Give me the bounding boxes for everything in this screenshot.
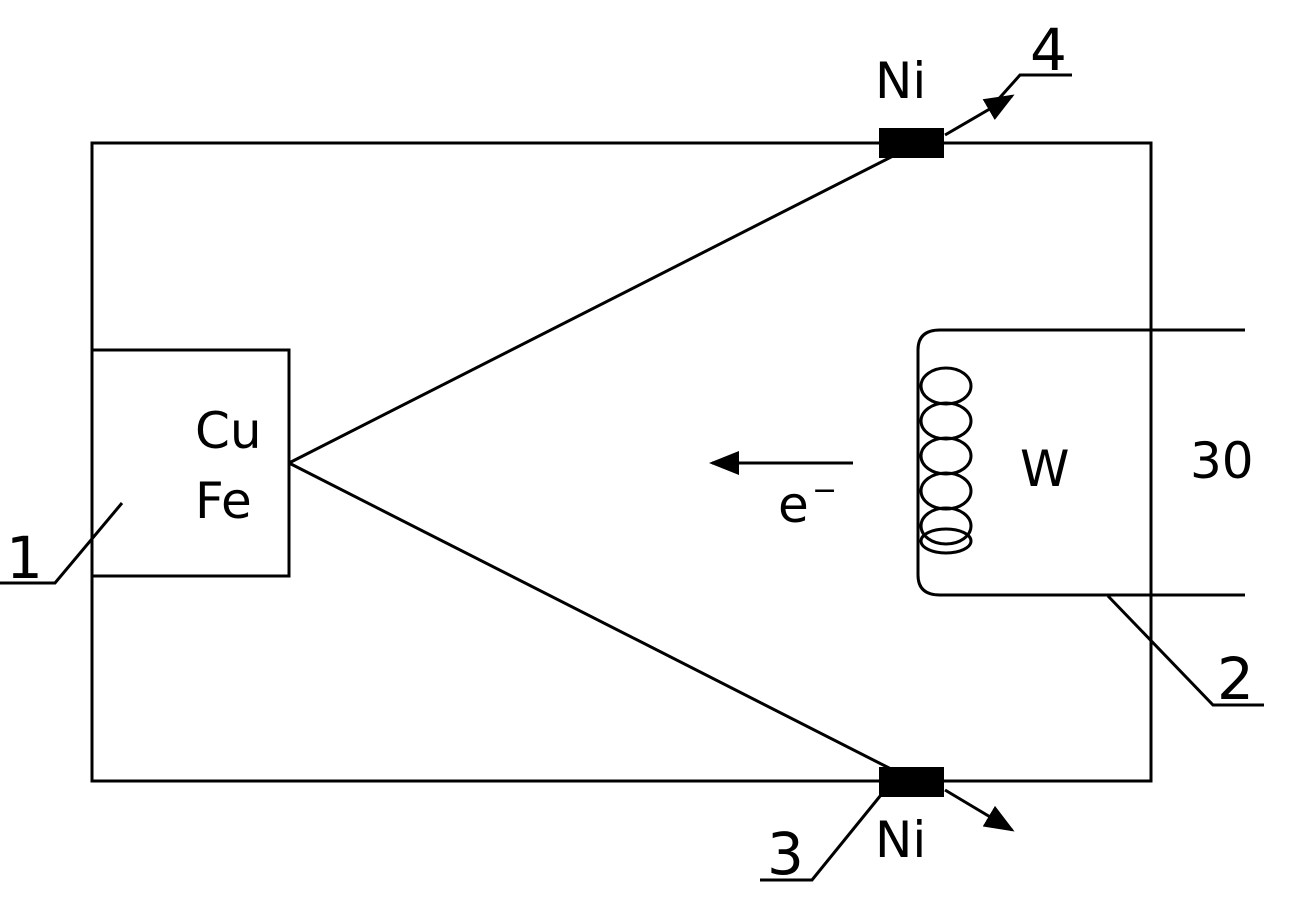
filament-label-w: W xyxy=(1020,440,1069,498)
cathode-lead-top xyxy=(916,328,1245,597)
electron-label: e xyxy=(778,476,809,534)
ni-window-top xyxy=(879,128,944,158)
callout-number-2: 2 xyxy=(1217,645,1254,713)
filament-coil xyxy=(919,366,973,555)
callout-number-3: 3 xyxy=(767,820,804,888)
ni-label-top: Ni xyxy=(875,52,926,110)
output-arrow-bottom xyxy=(944,788,1015,832)
output-arrow-top xyxy=(944,94,1015,137)
voltage-label: 30 xyxy=(1190,432,1254,490)
xray-beam-top xyxy=(288,153,896,465)
ni-window-bottom xyxy=(879,767,944,797)
callout-number-1: 1 xyxy=(6,524,43,592)
ni-label-bottom: Ni xyxy=(875,811,926,869)
anode-label-fe: Fe xyxy=(195,472,252,530)
callout-number-4: 4 xyxy=(1030,16,1067,84)
xray-beam-bottom xyxy=(288,461,894,772)
anode-block xyxy=(90,348,291,578)
callout-leader-3 xyxy=(760,789,887,882)
tube-housing xyxy=(90,141,1153,783)
callout-leader-2 xyxy=(1106,594,1264,707)
callout-leader-1 xyxy=(0,502,124,585)
callout-leader-4 xyxy=(993,73,1072,104)
electron-charge-label: − xyxy=(812,473,837,508)
anode-label-cu: Cu xyxy=(195,402,262,460)
